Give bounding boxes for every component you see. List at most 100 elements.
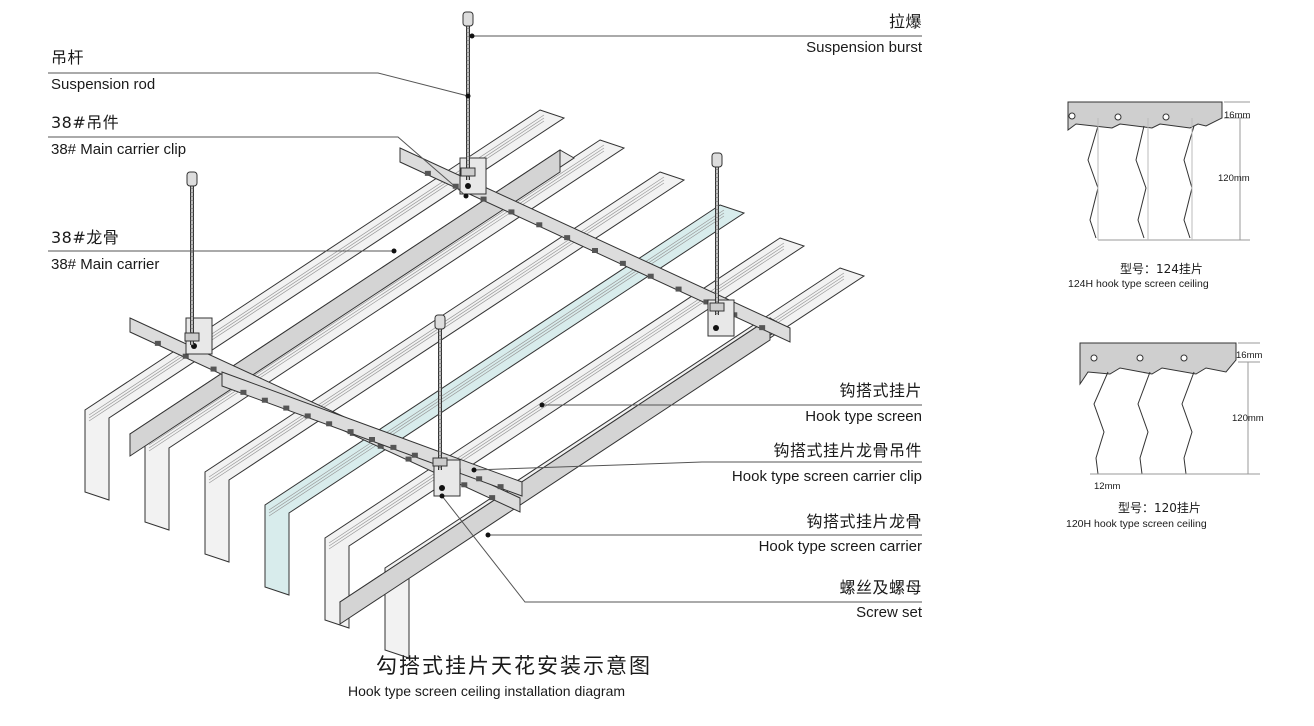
rod-thread [714, 168, 720, 171]
carrier-notch [508, 209, 515, 215]
carrier-notch [489, 495, 496, 501]
rod-thread [465, 55, 471, 58]
rod-thread [465, 127, 471, 130]
rod-thread [437, 362, 443, 365]
rod-thread [465, 151, 471, 154]
carrier-notch [405, 456, 412, 462]
carrier-notch [497, 484, 504, 490]
rod-thread [437, 446, 443, 449]
carrier-notch [369, 437, 375, 442]
rod-thread [437, 338, 443, 341]
rod-thread [437, 410, 443, 413]
rod-thread [189, 255, 195, 258]
rod-thread [189, 319, 195, 322]
rod-thread [437, 350, 443, 353]
rod-thread [465, 47, 471, 50]
rod-thread [714, 280, 720, 283]
rod-thread [465, 83, 471, 86]
rod-thread [437, 334, 443, 337]
panel-ridge [208, 179, 665, 481]
detail2-dim-height: 120mm [1232, 413, 1264, 424]
leader-dots [391, 33, 545, 538]
detail1-dim-height: 120mm [1218, 173, 1250, 184]
carrier-notch [480, 196, 487, 202]
rod-thread [714, 252, 720, 255]
rod-thread [437, 426, 443, 429]
rod-thread [714, 216, 720, 219]
carrier-notch [476, 476, 483, 482]
rod-thread [189, 279, 195, 282]
rod-thread [714, 248, 720, 251]
carrier-notch [210, 366, 217, 372]
rod-thread [189, 239, 195, 242]
rod-thread [465, 99, 471, 102]
rod-thread [465, 107, 471, 110]
detail2-model-cn: 型号：120挂片 [1118, 501, 1201, 515]
label-screw-set-cn: 螺丝及螺母 [839, 578, 922, 597]
label-suspension-burst-en: Suspension burst [806, 39, 922, 56]
rod-thread [465, 27, 471, 30]
clip-bolt [439, 485, 445, 491]
rod-thread [714, 232, 720, 235]
detail2-dim-top: 16mm [1236, 350, 1263, 361]
rod-thread [714, 224, 720, 227]
rod-thread [437, 386, 443, 389]
rod-thread [714, 180, 720, 183]
rod-thread [437, 390, 443, 393]
carrier-notch [461, 482, 468, 488]
rod-thread [189, 283, 195, 286]
rod-thread [465, 79, 471, 82]
rod-thread [465, 35, 471, 38]
rod-thread [465, 103, 471, 106]
rod-thread [714, 228, 720, 231]
carrier-notch [703, 299, 710, 305]
carrier-notch [182, 353, 189, 359]
carrier-notch [261, 397, 268, 403]
rod-thread [189, 203, 195, 206]
anchor-head [186, 171, 198, 187]
rod-thread [714, 300, 720, 303]
rod-thread [465, 159, 471, 162]
rod-thread [714, 208, 720, 211]
carrier-notch [154, 340, 161, 346]
rod-thread [465, 115, 471, 118]
rod-thread [714, 268, 720, 271]
label-suspension-rod-cn: 吊杆 [51, 48, 85, 67]
rod-thread [437, 450, 443, 453]
rod-thread [465, 147, 471, 150]
anchor-head [711, 152, 723, 168]
rod-thread [437, 430, 443, 433]
rod-thread [189, 299, 195, 302]
anchor-head [462, 11, 474, 27]
rod-thread [714, 184, 720, 187]
carrier-notch [411, 452, 418, 458]
label-main-carrier-cn: 38#龙骨 [51, 228, 120, 247]
rod-thread [437, 422, 443, 425]
panel-ridge [208, 182, 665, 484]
rod-thread [714, 172, 720, 175]
clip-bolt [465, 183, 471, 189]
rod-thread [465, 135, 471, 138]
rod-thread [189, 199, 195, 202]
rod-thread [437, 330, 443, 333]
carrier-notch [564, 235, 571, 241]
rod-thread [465, 155, 471, 158]
carrier-notch [424, 170, 431, 176]
carrier-notch [390, 444, 397, 450]
rod-thread [189, 315, 195, 318]
detail1-dim-top: 16mm [1224, 110, 1251, 121]
leader-suspension-rod [48, 72, 469, 97]
rod-thread [465, 31, 471, 34]
label-hook-screen-cn: 钩搭式挂片 [839, 381, 922, 400]
carriers [129, 147, 791, 625]
rod-thread [189, 323, 195, 326]
rod-thread [189, 327, 195, 330]
rod-thread [714, 244, 720, 247]
rod-thread [189, 231, 195, 234]
rod-thread [189, 211, 195, 214]
rod-thread [465, 131, 471, 134]
rod-thread [465, 119, 471, 122]
carrier-notch [759, 325, 766, 331]
rod-thread [465, 71, 471, 74]
panel-ridge [148, 144, 605, 446]
